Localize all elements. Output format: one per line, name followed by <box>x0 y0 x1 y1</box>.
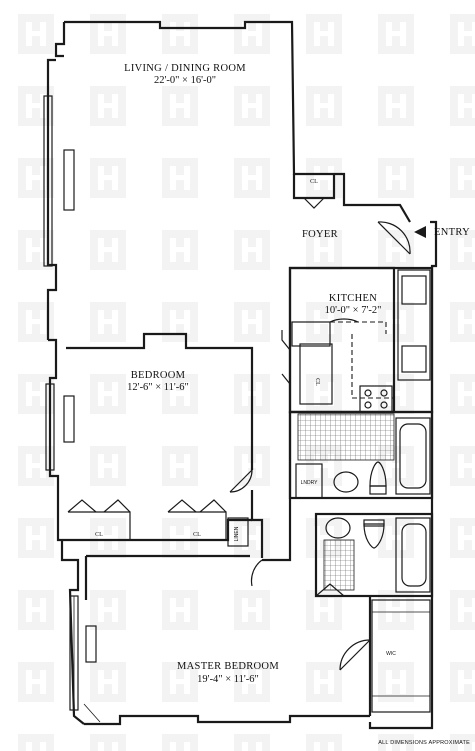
foyer-closet-label: CL <box>310 179 318 185</box>
walk-in-closet-label: WIC <box>386 651 396 657</box>
kitchen-label: KITCHEN <box>329 293 377 304</box>
bathroom-1 <box>288 410 434 500</box>
dimensions-note: ALL DIMENSIONS APPROXIMATE <box>378 740 470 746</box>
bedroom-label: BEDROOM <box>131 370 186 381</box>
outer-walls <box>46 20 438 730</box>
windows <box>43 95 101 723</box>
linen-label: LINEN <box>234 526 240 541</box>
living-dining-room-dims: 22'-0" × 16'-0" <box>154 75 216 86</box>
bedroom-dims: 12'-6" × 11'-6" <box>127 382 189 393</box>
bedroom-closet-left-label: CL <box>95 532 103 538</box>
kitchen-dims: 10'-0" × 7'-2" <box>325 305 382 316</box>
entry-label: ENTRY <box>434 227 470 238</box>
foyer-label: FOYER <box>302 229 338 240</box>
master-bedroom <box>339 596 431 716</box>
bathroom-2 <box>314 512 434 598</box>
master-bedroom-label: MASTER BEDROOM <box>177 661 279 672</box>
bedroom-closet-right-label: CL <box>193 532 201 538</box>
living-dining-room-label: LIVING / DINING ROOM <box>124 63 246 74</box>
kitchen-closet-label: CL <box>314 378 320 386</box>
master-bedroom-dims: 19'-4" × 11'-6" <box>197 674 259 685</box>
entry-arrow-icon <box>414 226 426 238</box>
laundry-label: LNDRY <box>301 480 319 486</box>
